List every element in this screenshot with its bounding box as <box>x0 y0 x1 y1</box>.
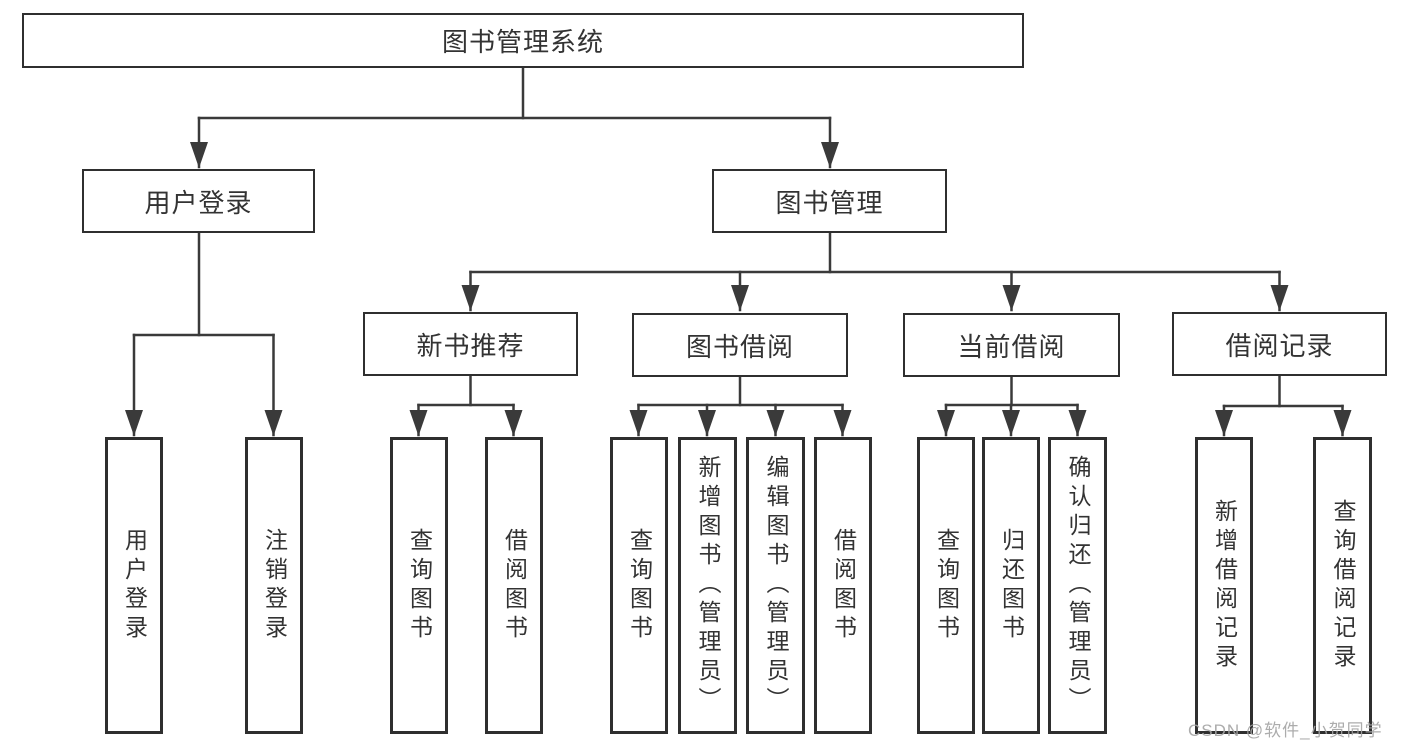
node-label: 借阅图书 <box>501 527 528 644</box>
node-library-management-system: 图书管理系统 <box>22 13 1024 68</box>
node-book-management: 图书管理 <box>712 169 947 233</box>
node-borrowing-records: 借阅记录 <box>1172 312 1387 376</box>
leaf-query-books-current: 查询图书 <box>917 437 975 734</box>
leaf-borrow-books-recommend: 借阅图书 <box>485 437 543 734</box>
node-label: 查询图书 <box>406 527 433 644</box>
leaf-add-borrow-record: 新增借阅记录 <box>1195 437 1253 734</box>
node-book-borrowing: 图书借阅 <box>632 313 848 377</box>
node-label: 用户登录 <box>121 527 148 644</box>
node-label: 新增借阅记录 <box>1211 498 1238 673</box>
leaf-query-books-borrowing: 查询图书 <box>610 437 668 734</box>
node-label: 图书管理 <box>775 187 884 218</box>
node-label: 当前借阅 <box>957 331 1066 362</box>
leaf-logout: 注销登录 <box>245 437 303 734</box>
node-label: 新增图书（管理员） <box>695 455 721 716</box>
leaf-borrow-books-borrowing: 借阅图书 <box>814 437 872 734</box>
node-label: 查询借阅记录 <box>1330 498 1356 673</box>
leaf-query-borrow-record: 查询借阅记录 <box>1313 437 1372 734</box>
node-new-book-recommendation: 新书推荐 <box>363 312 578 376</box>
node-current-borrowing: 当前借阅 <box>903 313 1120 377</box>
node-user-login: 用户登录 <box>82 169 315 233</box>
node-label: 借阅图书 <box>830 527 857 644</box>
leaf-add-books-admin: 新增图书（管理员） <box>678 437 737 734</box>
leaf-query-books-recommend: 查询图书 <box>390 437 448 734</box>
leaf-user-login: 用户登录 <box>105 437 163 734</box>
csdn-watermark: CSDN @软件_小贺同学 <box>1188 721 1383 740</box>
node-label: 编辑图书（管理员） <box>763 455 789 716</box>
node-label: 用户登录 <box>144 187 253 218</box>
leaf-return-books: 归还图书 <box>982 437 1040 734</box>
node-label: 归还图书 <box>998 527 1025 644</box>
node-label: 确认归还（管理员） <box>1065 455 1091 716</box>
leaf-edit-books-admin: 编辑图书（管理员） <box>746 437 805 734</box>
node-label: 新书推荐 <box>416 330 525 361</box>
node-label: 图书借阅 <box>685 331 794 362</box>
node-label: 查询图书 <box>626 527 653 644</box>
leaf-confirm-return-admin: 确认归还（管理员） <box>1048 437 1107 734</box>
node-label: 注销登录 <box>261 527 288 644</box>
node-label: 借阅记录 <box>1225 330 1334 361</box>
node-label: 图书管理系统 <box>441 27 604 57</box>
node-label: 查询图书 <box>933 527 960 644</box>
